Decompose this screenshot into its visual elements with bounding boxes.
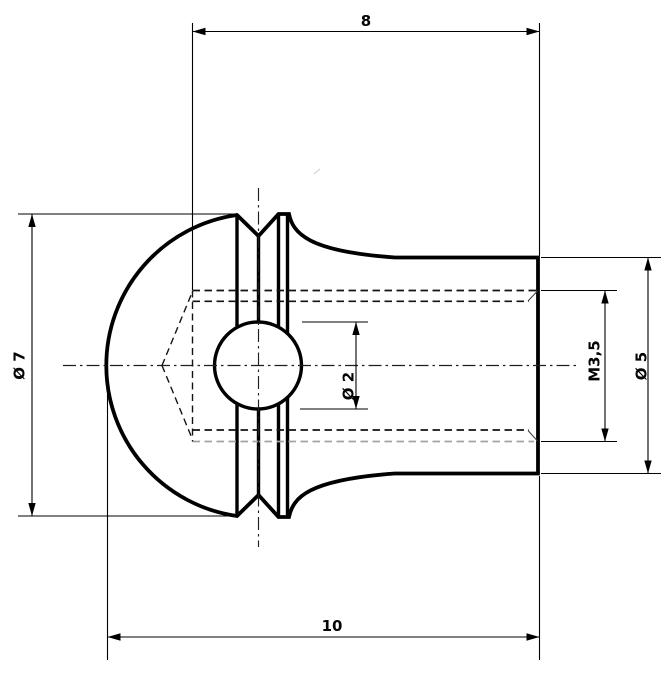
part-profile-path xyxy=(104,212,540,519)
arrowhead xyxy=(601,290,609,304)
thread-label: M3,5 xyxy=(585,340,603,382)
centerlines xyxy=(63,188,577,547)
shank-diameter-label: Ø 5 xyxy=(632,352,650,380)
arrowhead xyxy=(644,257,652,271)
drill-cone-lower-hidden-line xyxy=(161,365,194,440)
arrowhead xyxy=(352,396,360,409)
dimension-shank-diameter: Ø 5 xyxy=(541,256,661,475)
overall-length-label: 10 xyxy=(322,617,343,635)
arrowhead xyxy=(192,27,206,36)
arrowhead xyxy=(28,214,36,227)
arrowhead xyxy=(601,428,609,442)
stray-mark xyxy=(313,168,321,175)
cross-hole-label: Ø 2 xyxy=(339,372,357,400)
arrowhead xyxy=(107,633,121,641)
dimension-overall-length: 10 xyxy=(106,391,541,660)
ball-diameter-label: Ø 7 xyxy=(10,351,28,379)
dimension-thread-depth: 8 xyxy=(191,12,541,290)
entry-chamfer-bottom-line xyxy=(527,430,538,442)
dimension-cross-hole: Ø 2 xyxy=(300,321,368,410)
entry-chamfer-top-line xyxy=(527,290,538,302)
arrowhead xyxy=(352,322,360,335)
dimension-thread: M3,5 xyxy=(541,289,617,443)
hidden-thread-hole xyxy=(161,289,538,443)
arrowhead xyxy=(526,27,540,36)
drill-cone-upper-hidden-line xyxy=(161,291,194,366)
arrowhead xyxy=(28,503,36,516)
thread-depth-label: 8 xyxy=(361,12,371,30)
arrowhead xyxy=(644,460,652,474)
dimension-ball-diameter: Ø 7 xyxy=(10,213,235,517)
arrowhead xyxy=(526,633,540,641)
